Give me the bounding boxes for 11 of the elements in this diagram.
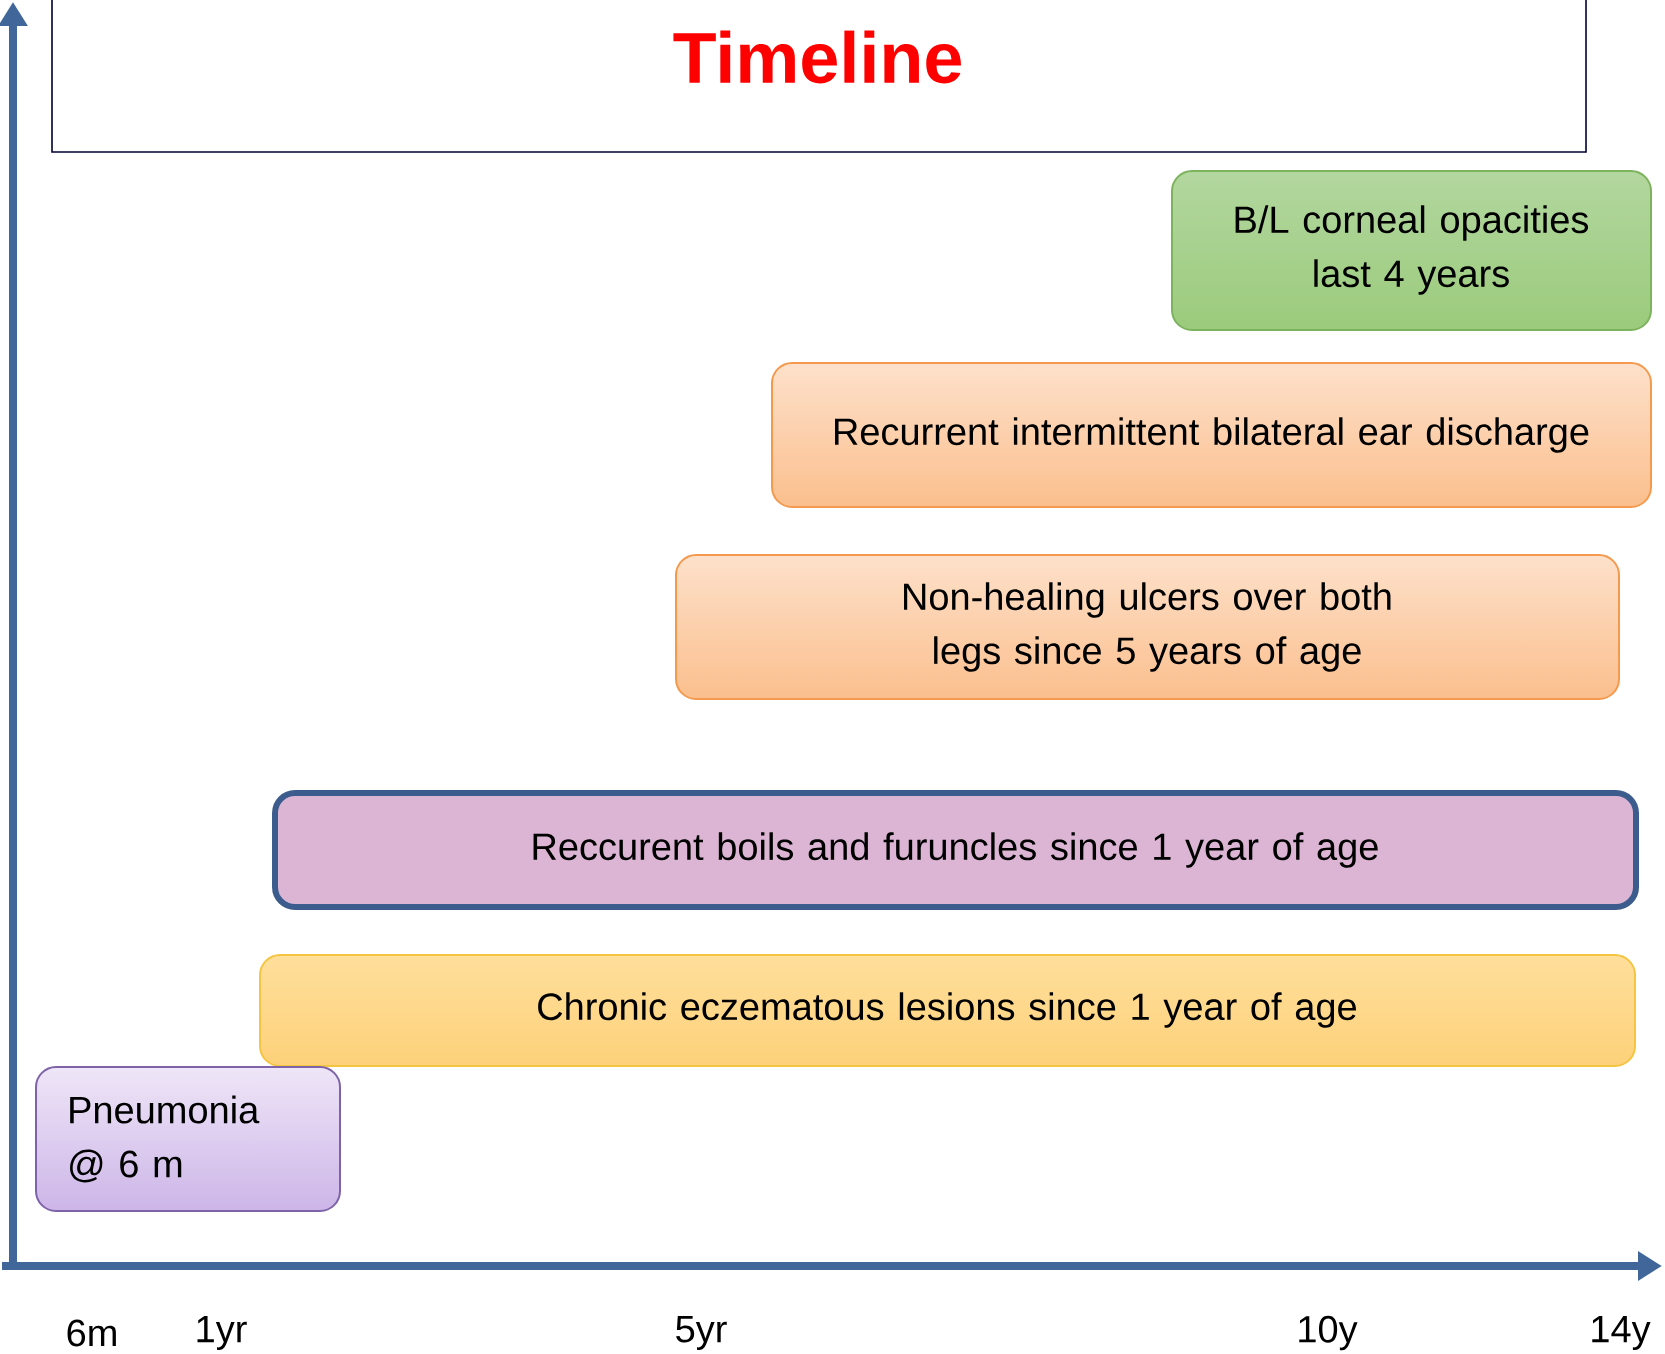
event-box: Recurrent intermittent bilateral ear discharge — [771, 362, 1652, 508]
event-box: Reccurent boils and furuncles since 1 year of age — [272, 790, 1639, 910]
tick-label: 14y — [1592, 1316, 1651, 1350]
tick-label: 5yr — [676, 1316, 727, 1350]
tick-label: 6m — [67, 1319, 116, 1347]
event-box: B/L corneal opacities last 4 years — [1171, 170, 1652, 331]
event-box: Non-healing ulcers over both legs since 5 years of age — [675, 554, 1620, 700]
title-box: Timeline — [51, 0, 1587, 153]
tick-label: 10y — [1299, 1315, 1358, 1351]
event-box: Pneumonia @ 6 m — [35, 1066, 341, 1212]
tick-label: 1yr — [197, 1316, 247, 1350]
